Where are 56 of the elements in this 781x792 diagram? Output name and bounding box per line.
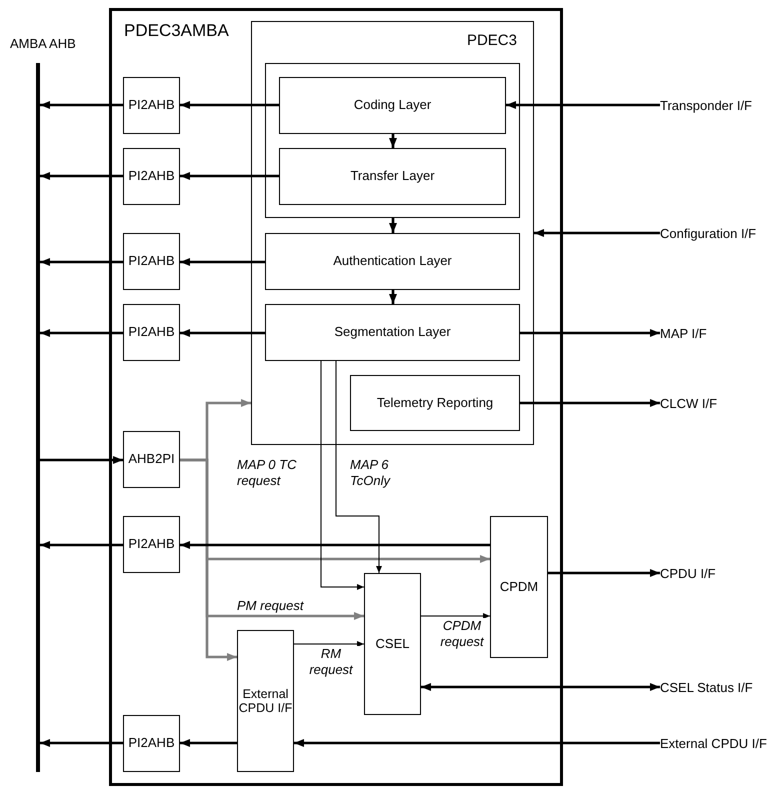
arrow — [180, 172, 279, 180]
arrow — [420, 613, 490, 619]
module-block: CPDM — [490, 516, 548, 658]
interface-label: CPDU I/F — [660, 564, 775, 582]
arrow — [180, 101, 279, 109]
arrow — [180, 258, 265, 266]
bridge-block: PI2AHB — [123, 304, 180, 361]
bus-label: AMBA AHB — [10, 36, 76, 51]
layer-block: Authentication Layer — [265, 233, 520, 290]
bridge-block: PI2AHB — [123, 233, 180, 290]
arrow — [520, 329, 660, 337]
arrow — [40, 172, 123, 180]
interface-label: External CPDU I/F — [660, 734, 778, 752]
arrow — [548, 569, 660, 577]
module-block: External CPDU I/F — [237, 630, 294, 772]
container-block — [251, 21, 534, 445]
arrow — [389, 134, 397, 148]
bridge-block: PI2AHB — [123, 516, 180, 573]
arrow — [336, 360, 382, 574]
bridge-block: PI2AHB — [123, 77, 180, 134]
arrow — [40, 739, 123, 747]
arrow — [506, 101, 660, 109]
arrow — [180, 739, 237, 747]
arrow — [40, 101, 123, 109]
interface-label: CSEL Status I/F — [660, 678, 775, 696]
group-frame — [265, 63, 520, 218]
interface-label: MAP I/F — [660, 324, 775, 342]
layer-block: Coding Layer — [279, 77, 506, 134]
bridge-block: PI2AHB — [123, 148, 180, 205]
interface-label: Transponder I/F — [660, 96, 775, 114]
layer-block: Segmentation Layer — [265, 304, 520, 361]
block-title: PDEC3 — [466, 32, 517, 49]
arrow — [180, 541, 490, 549]
arrow — [180, 458, 237, 661]
arrow — [180, 329, 265, 337]
interface-label: CLCW I/F — [660, 394, 775, 412]
arrow — [294, 739, 660, 747]
arrow — [40, 541, 123, 549]
layer-block: Transfer Layer — [279, 148, 506, 205]
arrow — [40, 329, 123, 337]
arrow — [40, 258, 123, 266]
arrow — [534, 229, 660, 237]
container-block — [109, 8, 563, 786]
arrow — [421, 683, 660, 691]
module-block: CSEL — [364, 573, 421, 715]
block-title: PDEC3AMBA — [124, 21, 229, 41]
arrow — [320, 360, 364, 590]
arrow — [389, 218, 397, 233]
arrow — [520, 399, 660, 407]
bridge-block: PI2AHB — [123, 715, 180, 772]
arrow — [389, 290, 397, 304]
interface-label: Configuration I/F — [660, 224, 775, 242]
bridge-block: AHB2PI — [123, 431, 180, 488]
layer-block: Telemetry Reporting — [350, 375, 520, 431]
arrow — [40, 456, 123, 464]
arrow — [294, 641, 364, 647]
